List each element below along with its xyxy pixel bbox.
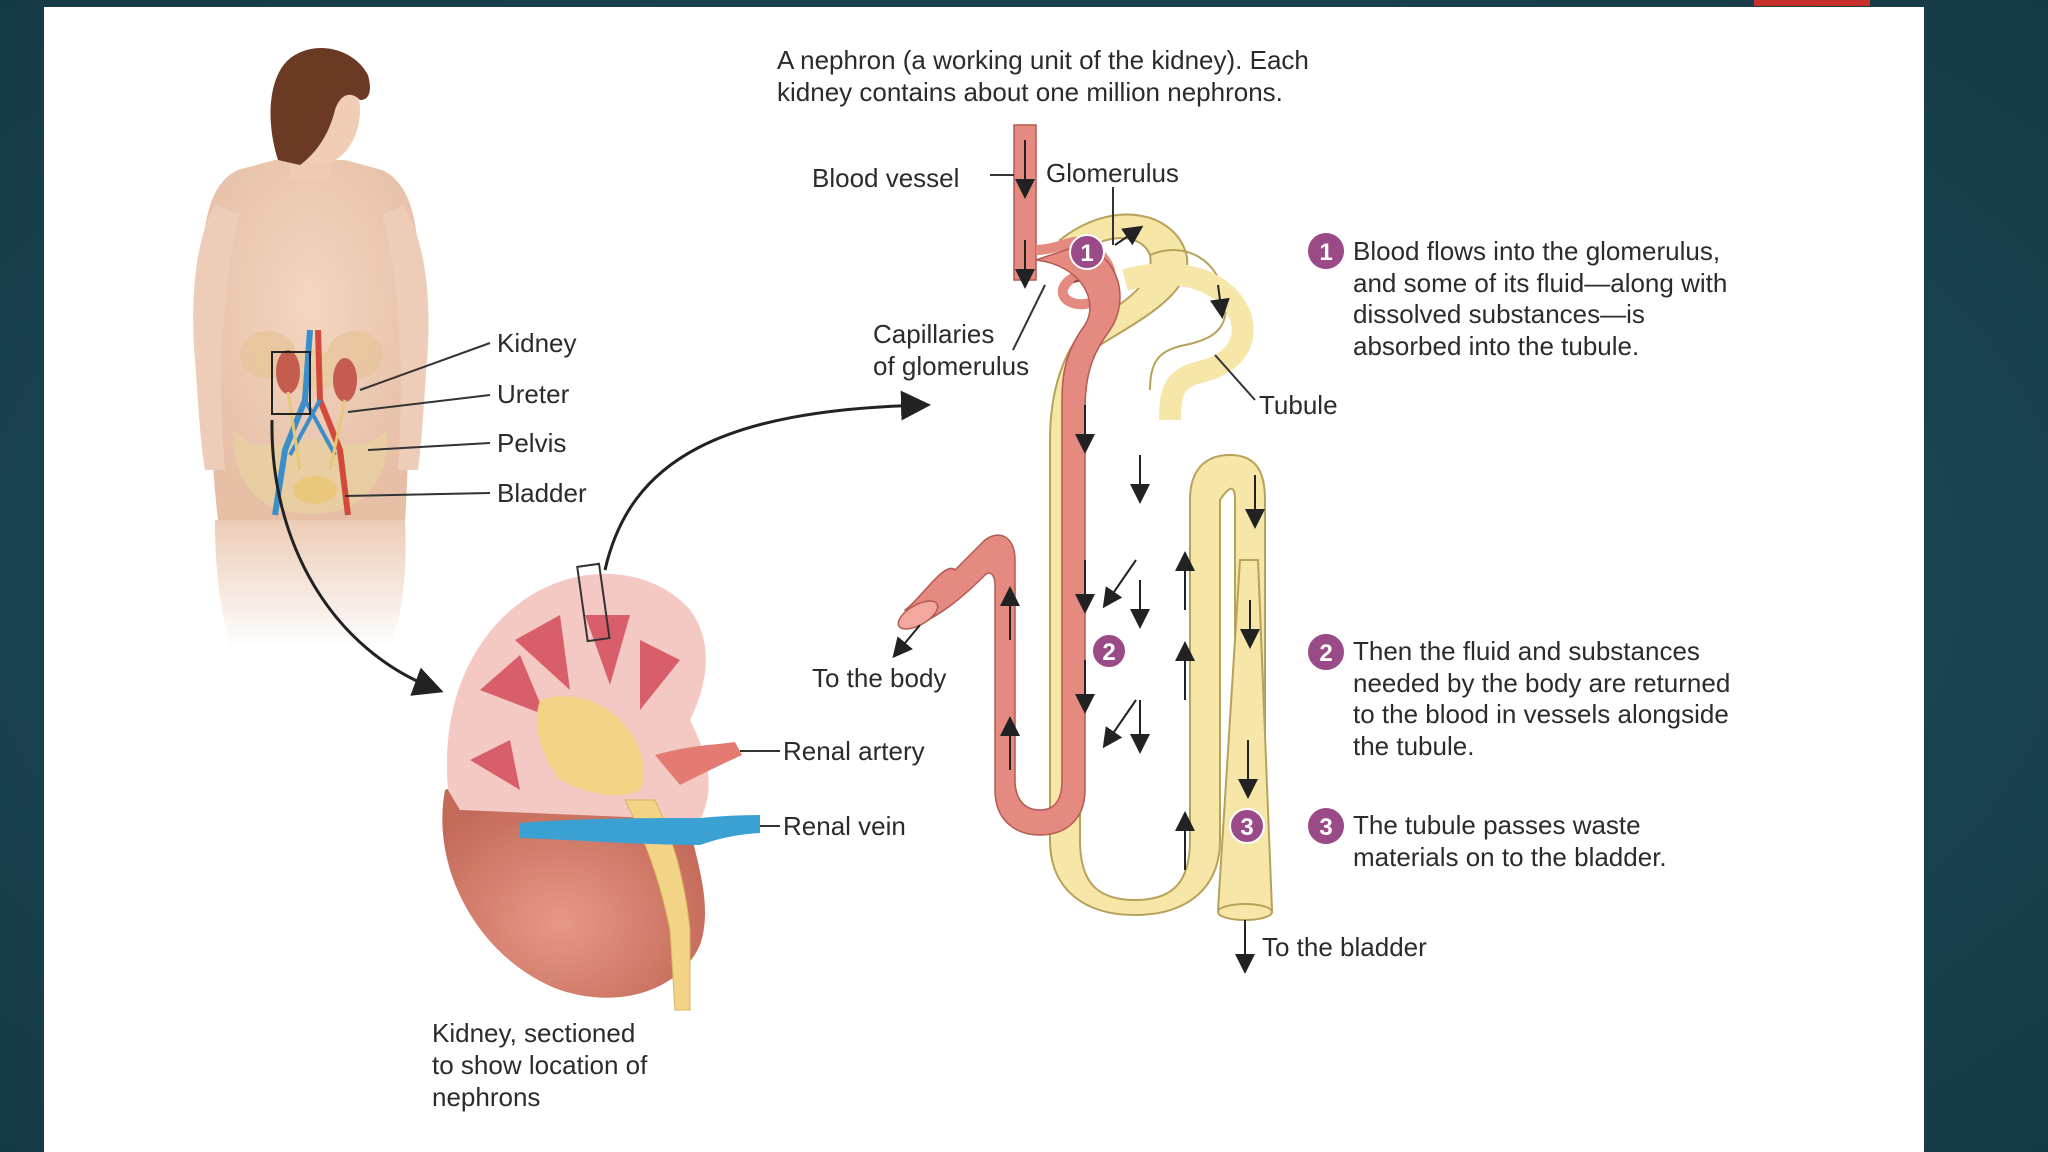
figure-hair: [270, 47, 370, 165]
kidney-section: [442, 562, 760, 1011]
label-kidney: Kidney: [497, 328, 577, 358]
step-3-badge-text: 3: [1319, 814, 1332, 841]
label-bladder: Bladder: [497, 478, 587, 508]
nephron-step-badge-2-text: 2: [1102, 639, 1115, 666]
step-3-badge: 3: [1306, 806, 1346, 846]
nephron-caption: A nephron (a working unit of the kidney)…: [777, 45, 1309, 107]
kidney-pyramids: [470, 615, 680, 790]
figure-artery: [315, 329, 351, 516]
nephron: 1 2 3: [892, 124, 1274, 974]
kidney-renal-vein: [520, 815, 760, 845]
step-3-text: The tubule passes waste materials on to …: [1353, 810, 1667, 872]
label-renal-artery: Renal artery: [783, 736, 925, 766]
nephron-leader-lines: [1012, 187, 1256, 401]
figure-legs: [215, 520, 406, 650]
figure-to-kidney-arrow: [270, 419, 444, 696]
kidney-renal-pelvis: [536, 696, 644, 796]
label-ureter: Ureter: [497, 379, 570, 409]
kidney-nephron-marker: [576, 562, 611, 643]
step-2-badge: 2: [1306, 632, 1346, 672]
human-figure: [193, 47, 429, 650]
kidney-renal-artery: [655, 742, 742, 785]
kidney-to-nephron-arrow: [603, 390, 931, 571]
nephron-step-badge-1: 1: [1069, 234, 1105, 270]
step-1-text: Blood flows into the glomerulus, and som…: [1353, 236, 1728, 361]
figure-kidney-left: [276, 350, 300, 394]
nephron-step-badge-1-text: 1: [1080, 240, 1093, 267]
step-1-badge: 1: [1306, 231, 1346, 271]
nephron-step-badge-3-text: 3: [1240, 814, 1253, 841]
label-tubule: Tubule: [1259, 390, 1338, 420]
nephron-step-badge-2: 2: [1091, 633, 1127, 669]
figure-ureter: [286, 391, 347, 471]
figure-leader-lines: [344, 342, 491, 497]
label-glomerulus: Glomerulus: [1046, 158, 1179, 188]
kidney-highlight-box: [271, 351, 311, 415]
label-pelvis: Pelvis: [497, 428, 567, 458]
label-capillaries: Capillaries of glomerulus: [873, 319, 1030, 381]
figure-kidney-right: [333, 358, 357, 402]
step-2-badge-text: 2: [1319, 640, 1332, 667]
step-1-badge-text: 1: [1319, 239, 1332, 266]
label-blood-vessel: Blood vessel: [812, 163, 960, 193]
step-2-text: Then the fluid and substances needed by …: [1353, 636, 1731, 761]
figure-vein: [272, 329, 313, 516]
label-to-body: To the body: [812, 663, 947, 693]
nephron-step-badge-3: 3: [1229, 808, 1265, 844]
label-renal-vein: Renal vein: [783, 811, 906, 841]
label-to-bladder: To the bladder: [1262, 932, 1427, 962]
figure-arm-left: [193, 205, 240, 470]
accent-bar: [1754, 0, 1870, 6]
kidney-leader-lines: [740, 750, 780, 827]
nephron-flow-arrows: [892, 140, 1265, 974]
label-kidney-section-caption: Kidney, sectioned to show location of ne…: [432, 1018, 648, 1112]
figure-bladder: [293, 476, 337, 504]
